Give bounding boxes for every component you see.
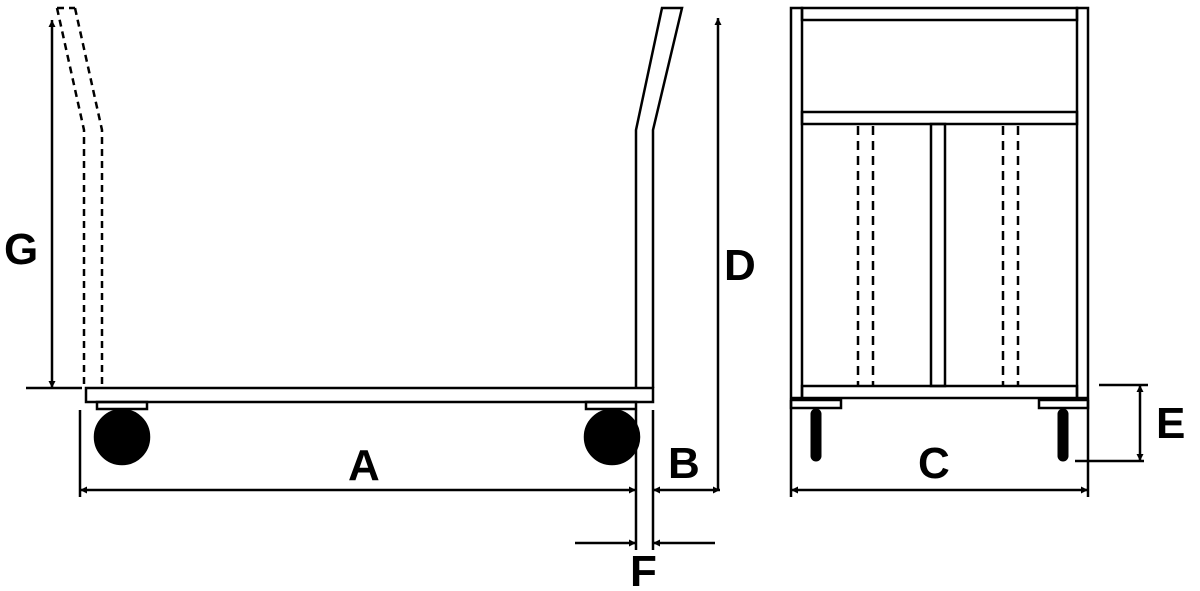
wheel-right <box>583 408 641 466</box>
wheel-left <box>93 408 151 466</box>
folded-handle-dashed <box>55 6 104 388</box>
label-g: G <box>4 225 39 274</box>
caster-plate-left <box>95 400 149 411</box>
front-frame <box>789 6 1090 400</box>
caster-plate-front-left <box>789 398 843 410</box>
label-e: E <box>1156 399 1186 448</box>
label-b: B <box>668 439 700 488</box>
label-d: D <box>724 241 756 290</box>
label-f: F <box>630 547 657 591</box>
caster-plate-right <box>584 400 638 411</box>
folded-handle-front-dashed <box>856 126 1020 386</box>
label-c: C <box>918 439 950 488</box>
caster-plate-front-right <box>1037 398 1090 410</box>
label-a: A <box>348 441 380 490</box>
push-handle <box>634 6 684 388</box>
platform <box>84 386 655 404</box>
